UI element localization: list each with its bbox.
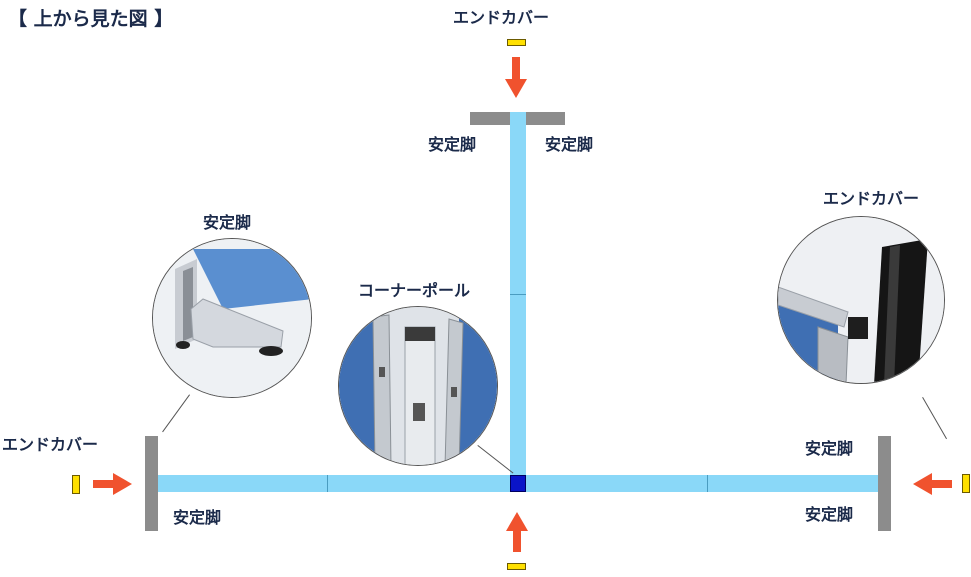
panel-joint — [707, 475, 708, 492]
label-stable-leg-top-left: 安定脚 — [428, 135, 477, 154]
end-cap-right — [962, 474, 970, 493]
label-stable-leg-right-top: 安定脚 — [805, 439, 854, 458]
end-cap-left — [72, 475, 80, 494]
leader-line — [922, 397, 947, 440]
label-stable-leg-right-bottom: 安定脚 — [805, 505, 854, 524]
leader-line — [162, 394, 190, 433]
arrow-right-icon — [93, 473, 132, 495]
label-stable-leg-top-right: 安定脚 — [545, 135, 594, 154]
label-stable-leg-left: 安定脚 — [173, 508, 222, 527]
label-end-cover-left: エンドカバー — [2, 435, 99, 454]
arrow-left-icon — [913, 473, 952, 495]
stable-leg-left — [145, 436, 158, 531]
label-end-cover-top: エンドカバー — [453, 8, 550, 27]
end-cover-detail-image — [777, 216, 945, 384]
leader-line — [477, 445, 514, 474]
label-corner-pole: コーナーポール — [358, 281, 471, 300]
panel-joint — [510, 294, 526, 295]
end-cap-bottom — [507, 563, 526, 570]
page-title: 【 上から見た図 】 — [8, 8, 174, 30]
end-cap-top — [507, 39, 526, 46]
corner-pole-marker — [510, 475, 526, 492]
corner-pole-detail-image — [338, 306, 498, 466]
label-stable-leg-detail: 安定脚 — [203, 213, 252, 232]
arrow-down-icon — [505, 57, 527, 98]
stable-leg-detail-image — [152, 238, 312, 398]
stable-leg-right — [878, 436, 891, 531]
arrow-up-icon — [506, 512, 528, 552]
panel-joint — [327, 475, 328, 492]
label-end-cover-detail: エンドカバー — [823, 189, 920, 208]
